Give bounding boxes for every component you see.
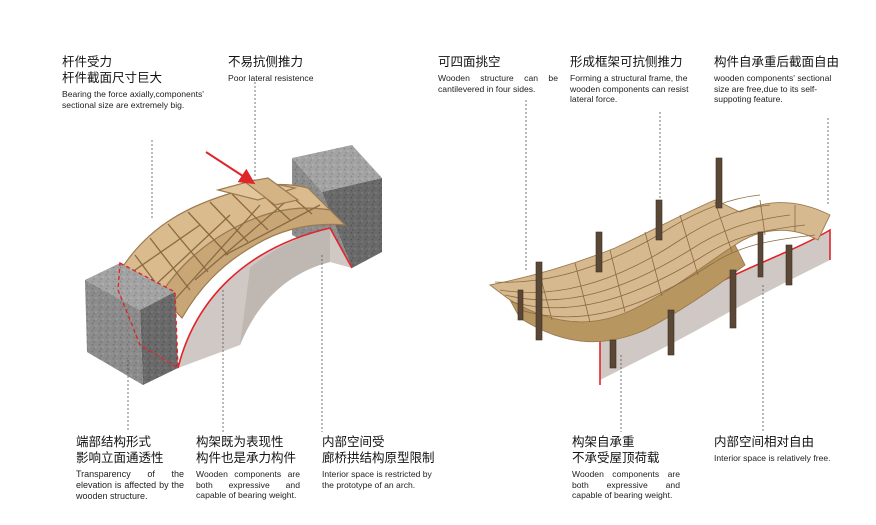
end-frame-highlight	[117, 261, 179, 370]
annotation-free-section-zh: 构件自承重后截面自由	[714, 54, 840, 69]
corridor-interior-space	[600, 230, 830, 380]
lateral-force-arrow	[205, 151, 256, 185]
annotation-lateral-resistance-en: Poor lateral resistence	[228, 73, 314, 83]
corridor-frame-model	[488, 157, 831, 385]
annotation-self-supporting-en: Wooden components are both expressive an…	[572, 469, 680, 501]
annotation-axial-force: 杆件受力 杆件截面尺寸巨大 Bearing the force axially,…	[62, 54, 232, 110]
annotation-axial-force-zh: 杆件受力 杆件截面尺寸巨大	[62, 54, 163, 85]
annotation-free-interior-zh: 内部空间相对自由	[714, 434, 815, 449]
annotation-free-section-en: wooden components' sectional size are fr…	[714, 73, 832, 105]
front-stone-pier	[85, 263, 178, 385]
annotation-arch-interior: 内部空间受 廊桥拱结构原型限制 Interior space is restri…	[322, 434, 442, 490]
timber-posts	[517, 157, 793, 369]
annotation-arch-interior-zh: 内部空间受 廊桥拱结构原型限制	[322, 434, 435, 465]
annotation-structural-frame: 形成框架可抗侧推力 Forming a structural frame, th…	[570, 54, 694, 105]
annotation-free-interior: 内部空间相对自由 Interior space is relatively fr…	[714, 434, 844, 464]
annotation-axial-force-en: Bearing the force axially,components' se…	[62, 89, 204, 110]
annotation-self-supporting-zh: 构架自承重 不承受屋顶荷载	[572, 434, 660, 465]
annotation-structural-frame-en: Forming a structural frame, the wooden c…	[570, 73, 689, 105]
annotation-free-section: 构件自承重后截面自由 wooden components' sectional …	[714, 54, 842, 105]
annotation-free-interior-en: Interior space is relatively free.	[714, 453, 831, 463]
annotation-end-structure: 端部结构形式 影响立面通透性 Transparency of the eleva…	[76, 434, 184, 502]
annotation-end-structure-en: Transparency of the elevation is affecte…	[76, 469, 184, 501]
arch-bridge-model	[85, 145, 382, 385]
annotation-cantilever: 可四面挑空 Wooden structure can be cantilever…	[438, 54, 558, 94]
annotation-cantilever-en: Wooden structure can be cantilevered in …	[438, 73, 558, 94]
annotation-arch-interior-en: Interior space is restricted by the prot…	[322, 469, 432, 490]
annotation-cantilever-zh: 可四面挑空	[438, 54, 501, 69]
annotation-lateral-resistance-zh: 不易抗侧推力	[228, 54, 304, 69]
annotation-expressive-frame-zh: 构架既为表现性 构件也是承力构件	[196, 434, 297, 465]
woven-wooden-roof	[488, 194, 831, 343]
annotation-end-structure-zh: 端部结构形式 影响立面通透性	[76, 434, 164, 465]
annotation-expressive-frame-en: Wooden components are both expressive an…	[196, 469, 300, 501]
annotation-structural-frame-zh: 形成框架可抗侧推力	[570, 54, 683, 69]
arch-interior-outline	[177, 227, 353, 369]
annotation-lateral-resistance: 不易抗侧推力 Poor lateral resistence	[228, 54, 368, 84]
arch-interior-side	[240, 228, 330, 345]
annotation-self-supporting: 构架自承重 不承受屋顶荷载 Wooden components are both…	[572, 434, 680, 501]
leader-lines	[127, 82, 829, 432]
annotation-expressive-frame: 构架既为表现性 构件也是承力构件 Wooden components are b…	[196, 434, 300, 501]
